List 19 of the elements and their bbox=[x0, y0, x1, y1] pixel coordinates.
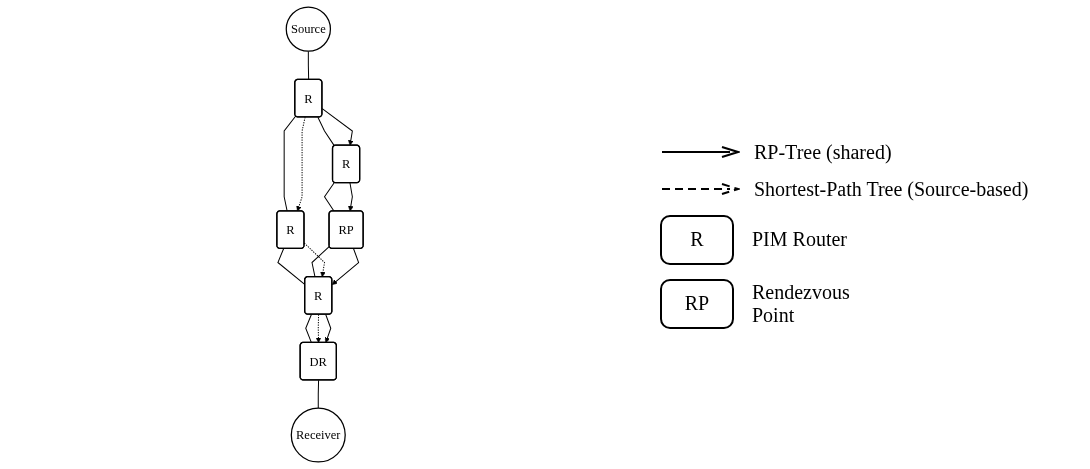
node-circle: Source bbox=[285, 6, 332, 52]
legend-text: RP-Tree (shared) bbox=[754, 140, 892, 164]
router-sample-box: R bbox=[660, 214, 734, 265]
arrow bbox=[348, 182, 354, 212]
connector bbox=[307, 50, 310, 81]
connector bbox=[317, 379, 320, 409]
arrow bbox=[324, 314, 332, 343]
connector bbox=[283, 115, 297, 212]
arrow bbox=[303, 242, 326, 278]
legend-text: Rendezvous Point bbox=[752, 280, 851, 327]
arrow bbox=[321, 108, 354, 146]
arrow bbox=[331, 248, 360, 285]
node-circle: Receiver bbox=[290, 407, 346, 463]
legend-text: PIM Router bbox=[752, 228, 847, 251]
legend-text: Shortest-Path Tree (Source-based) bbox=[754, 177, 1029, 201]
connector bbox=[317, 116, 335, 147]
arrow bbox=[315, 314, 322, 343]
router-sample-box: RP bbox=[660, 278, 734, 329]
connector bbox=[305, 314, 312, 344]
